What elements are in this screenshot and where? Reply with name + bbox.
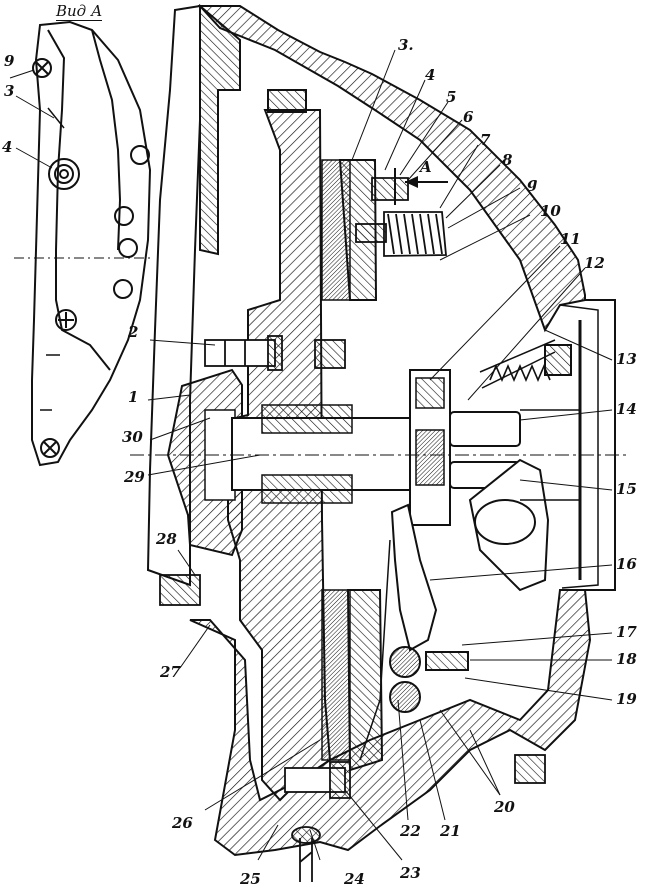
callout-12: 12 bbox=[584, 254, 605, 272]
callout-3: 3. bbox=[398, 36, 414, 54]
callout-28: 28 bbox=[156, 530, 177, 548]
callout-8: 8 bbox=[502, 151, 513, 169]
callout-10: 10 bbox=[540, 202, 561, 220]
release-fork bbox=[468, 339, 581, 592]
callout-9-inset: 9 bbox=[4, 52, 15, 70]
shaft-hub bbox=[130, 368, 630, 557]
callout-17: 17 bbox=[616, 623, 637, 641]
callout-21: 21 bbox=[440, 822, 461, 840]
callout-29: 29 bbox=[124, 468, 145, 486]
callout-5: 5 bbox=[446, 88, 457, 106]
callout-15: 15 bbox=[616, 480, 637, 498]
callout-7: 7 bbox=[480, 131, 491, 149]
callout-22: 22 bbox=[400, 822, 421, 840]
callout-1: 1 bbox=[128, 388, 139, 406]
callout-23: 23 bbox=[400, 864, 421, 882]
callout-24: 24 bbox=[344, 870, 365, 888]
callout-25: 25 bbox=[240, 870, 261, 888]
callout-30: 30 bbox=[122, 428, 143, 446]
callout-9: g bbox=[527, 174, 538, 192]
arrow-letter: A bbox=[420, 158, 432, 176]
view-a-title: Вид А bbox=[56, 2, 103, 21]
callout-18: 18 bbox=[616, 650, 637, 668]
callout-6: 6 bbox=[463, 108, 474, 126]
callout-14: 14 bbox=[616, 400, 637, 418]
view-direction-arrow bbox=[405, 176, 448, 188]
callout-4: 4 bbox=[425, 66, 436, 84]
callout-2: 2 bbox=[128, 323, 139, 341]
callout-20: 20 bbox=[494, 798, 515, 816]
callout-11: 11 bbox=[560, 230, 581, 248]
release-lever bbox=[359, 503, 469, 761]
callout-3-inset: 3 bbox=[4, 82, 15, 100]
pressure-spring bbox=[355, 168, 447, 257]
callout-13: 13 bbox=[616, 350, 637, 368]
view-a-inset bbox=[9, 20, 152, 467]
callout-16: 16 bbox=[616, 555, 637, 573]
callout-27: 27 bbox=[160, 663, 181, 681]
leader-lines bbox=[147, 49, 613, 861]
callout-4-inset: 4 bbox=[2, 138, 13, 156]
callout-19: 19 bbox=[616, 690, 637, 708]
callout-26: 26 bbox=[172, 814, 193, 832]
bolts bbox=[159, 335, 546, 882]
